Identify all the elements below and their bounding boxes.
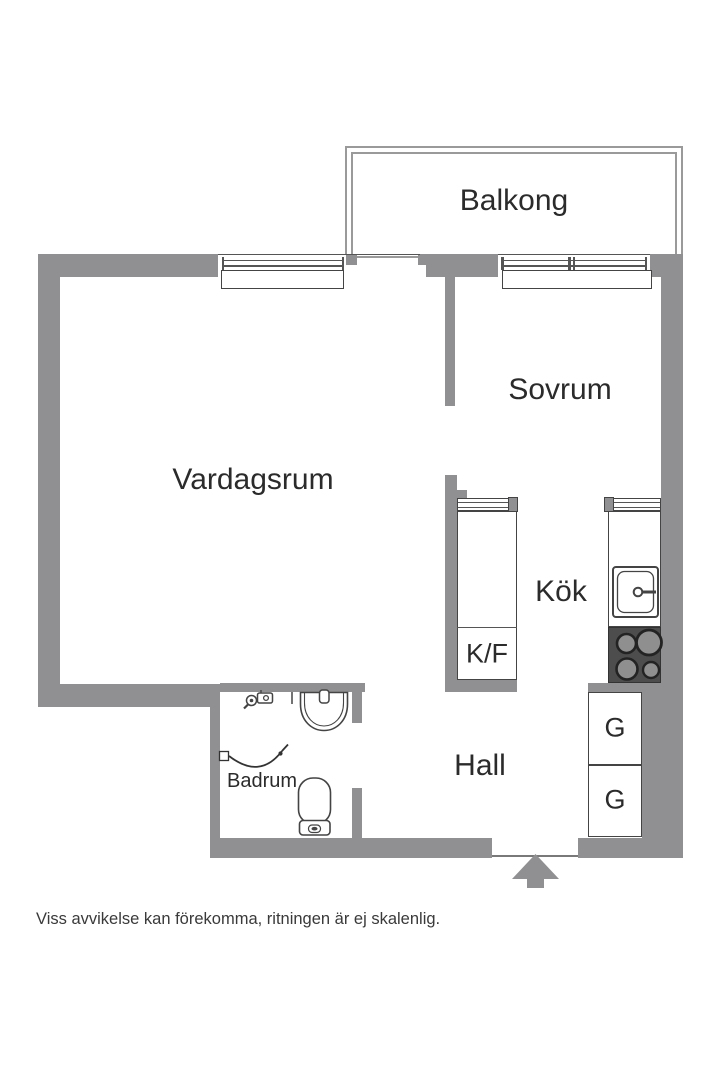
room-label-bedroom: Sovrum (508, 373, 612, 406)
cabinet-end-panel (508, 497, 518, 512)
kitchen-cabinet-left (457, 498, 517, 511)
wall-top-left (38, 254, 218, 277)
window-glazing (222, 265, 343, 267)
toilet-icon (297, 777, 332, 836)
wall-bottom-left (38, 684, 220, 707)
counter-fridge-freezer (457, 511, 517, 680)
wall-partition-bedroom (445, 277, 455, 406)
shower-door-arc (218, 743, 289, 768)
wall-bathroom-left (210, 707, 220, 838)
window-mullion (568, 257, 571, 270)
window-end-cap (221, 257, 224, 270)
balcony-door-jamb (346, 254, 357, 265)
wall-notch (418, 265, 426, 277)
cabinet-line (606, 506, 660, 508)
window-end-cap (341, 257, 344, 270)
wall-south-left (210, 838, 492, 858)
cabinet-line (458, 506, 516, 508)
wall-top-middle (418, 254, 498, 277)
room-label-balcony: Balkong (459, 184, 569, 217)
wardrobe-2 (588, 765, 642, 837)
counter-kf-base (445, 680, 517, 692)
window-sill (502, 270, 652, 289)
wardrobe-1 (588, 692, 642, 765)
wall-kitchen-cap (445, 490, 467, 500)
unit-label-wardrobe-1: G (604, 712, 626, 743)
shower-mixer-icon (243, 690, 274, 710)
wall-left (38, 254, 60, 707)
room-label-bathroom: Badrum (226, 770, 298, 792)
window-glazing (222, 259, 343, 261)
balcony-door-opening-line (346, 253, 420, 255)
room-label-hall: Hall (454, 749, 506, 782)
unit-label-wardrobe-2: G (604, 784, 626, 815)
counter-divider (457, 626, 517, 628)
wall-bathroom-door-stub-bottom (352, 788, 362, 838)
wall-bathroom-door-stub-top (352, 683, 362, 723)
room-label-kitchen: Kök (535, 575, 587, 608)
stove-icon (608, 627, 661, 683)
window-top-line (498, 253, 650, 255)
window-top-line (218, 253, 346, 255)
counter-sink (608, 511, 661, 627)
window-end-cap (501, 257, 504, 270)
wall-kitchen (445, 475, 457, 692)
window-mullion (572, 257, 575, 270)
counter-stove-base (588, 683, 661, 692)
unit-label-fridge-freezer: K/F (465, 638, 509, 669)
wardrobe-backing (642, 692, 661, 838)
cabinet-line (458, 502, 516, 504)
window-end-cap (644, 257, 647, 270)
cabinet-line (606, 502, 660, 504)
room-label-living-room: Vardagsrum (172, 463, 334, 496)
window-sill (221, 270, 344, 289)
washbasin-icon (299, 689, 349, 732)
cabinet-end-panel (604, 497, 614, 512)
wall-south-right (578, 838, 683, 858)
entry-arrow-icon (512, 854, 559, 888)
disclaimer-text: Viss avvikelse kan förekomma, ritningen … (36, 910, 441, 928)
wall-bathroom-top (220, 683, 365, 692)
wall-right (661, 254, 683, 858)
kitchen-cabinet-right (605, 498, 661, 511)
